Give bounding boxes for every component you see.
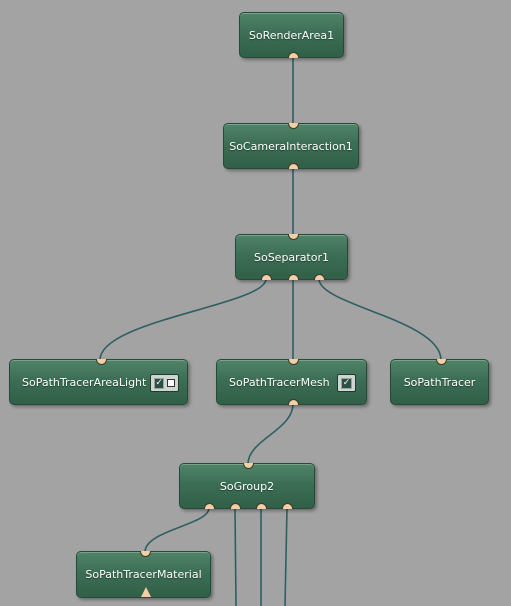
field-output-triangle-icon[interactable] bbox=[141, 587, 151, 597]
output-port[interactable] bbox=[288, 163, 299, 169]
output-port-children-2[interactable] bbox=[230, 503, 241, 509]
output-port-children-3[interactable] bbox=[256, 503, 267, 509]
output-port-children-1[interactable] bbox=[204, 503, 215, 509]
wire-separator-pathtracer bbox=[318, 278, 442, 361]
wire-group-out-4 bbox=[284, 507, 288, 606]
node-label: SoPathTracerAreaLight bbox=[22, 375, 147, 389]
mesh-toggle[interactable]: ✓ bbox=[337, 374, 356, 392]
node-so-camera-interaction[interactable]: SoCameraInteraction1 bbox=[223, 123, 359, 169]
area-light-toggle[interactable]: ✓ bbox=[150, 374, 179, 392]
node-so-separator[interactable]: SoSeparator1 bbox=[235, 234, 348, 280]
node-so-group[interactable]: SoGroup2 bbox=[179, 463, 315, 509]
node-label: SoPathTracerMesh bbox=[229, 375, 330, 389]
wire-mesh-group bbox=[247, 403, 294, 465]
node-so-path-tracer-material[interactable]: SoPathTracerMaterial bbox=[76, 551, 211, 598]
output-port-children-4[interactable] bbox=[282, 503, 293, 509]
node-label: SoCameraInteraction1 bbox=[229, 139, 353, 153]
node-so-path-tracer-area-light[interactable]: SoPathTracerAreaLight ✓ bbox=[9, 359, 188, 405]
node-label: SoRenderArea1 bbox=[248, 28, 335, 42]
output-port-children-2[interactable] bbox=[288, 274, 299, 280]
on-checkbox[interactable]: ✓ bbox=[341, 377, 352, 389]
node-label: SoSeparator1 bbox=[253, 250, 329, 264]
wire-group-material bbox=[144, 507, 210, 553]
on-checkbox[interactable]: ✓ bbox=[154, 377, 165, 389]
wire-group-out-2 bbox=[234, 507, 237, 606]
node-label: SoGroup2 bbox=[219, 479, 275, 493]
node-so-path-tracer-mesh[interactable]: SoPathTracerMesh ✓ bbox=[216, 359, 367, 405]
output-port-children-3[interactable] bbox=[314, 274, 325, 280]
node-so-render-area[interactable]: SoRenderArea1 bbox=[239, 12, 344, 58]
output-port[interactable] bbox=[288, 52, 299, 58]
output-port-children-1[interactable] bbox=[261, 274, 272, 280]
node-so-path-tracer[interactable]: SoPathTracer bbox=[390, 359, 489, 405]
output-port[interactable] bbox=[288, 399, 299, 405]
wire-separator-arealight bbox=[99, 278, 267, 361]
node-label: SoPathTracer bbox=[403, 375, 476, 389]
square-indicator-icon bbox=[167, 379, 175, 387]
node-label: SoPathTracerMaterial bbox=[85, 568, 202, 581]
